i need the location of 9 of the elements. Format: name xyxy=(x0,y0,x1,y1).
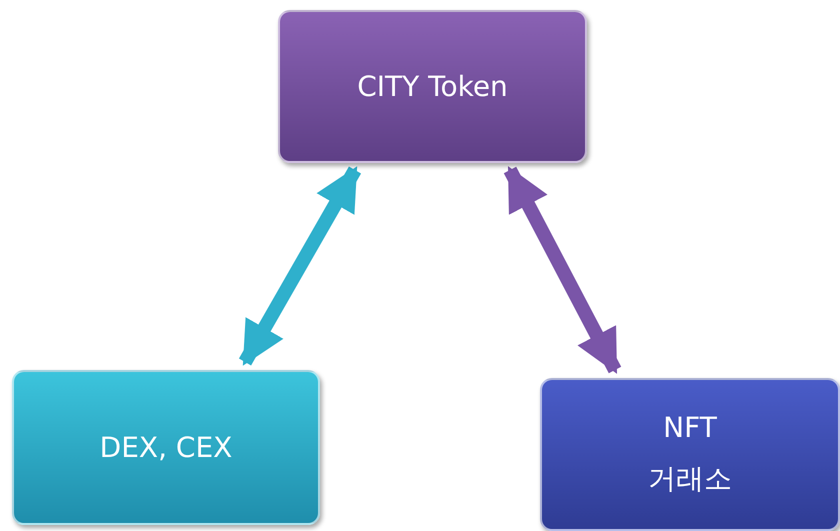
box-label: CITY Token xyxy=(357,70,508,103)
double-arrow xyxy=(238,166,362,366)
rounded-box xyxy=(12,370,320,525)
box-label: 거래소 xyxy=(648,461,732,497)
rounded-box xyxy=(278,10,587,163)
double-arrow xyxy=(504,166,622,374)
box-label: DEX, CEX xyxy=(100,431,232,464)
box-label: NFT xyxy=(663,411,717,444)
rounded-box xyxy=(540,378,840,531)
